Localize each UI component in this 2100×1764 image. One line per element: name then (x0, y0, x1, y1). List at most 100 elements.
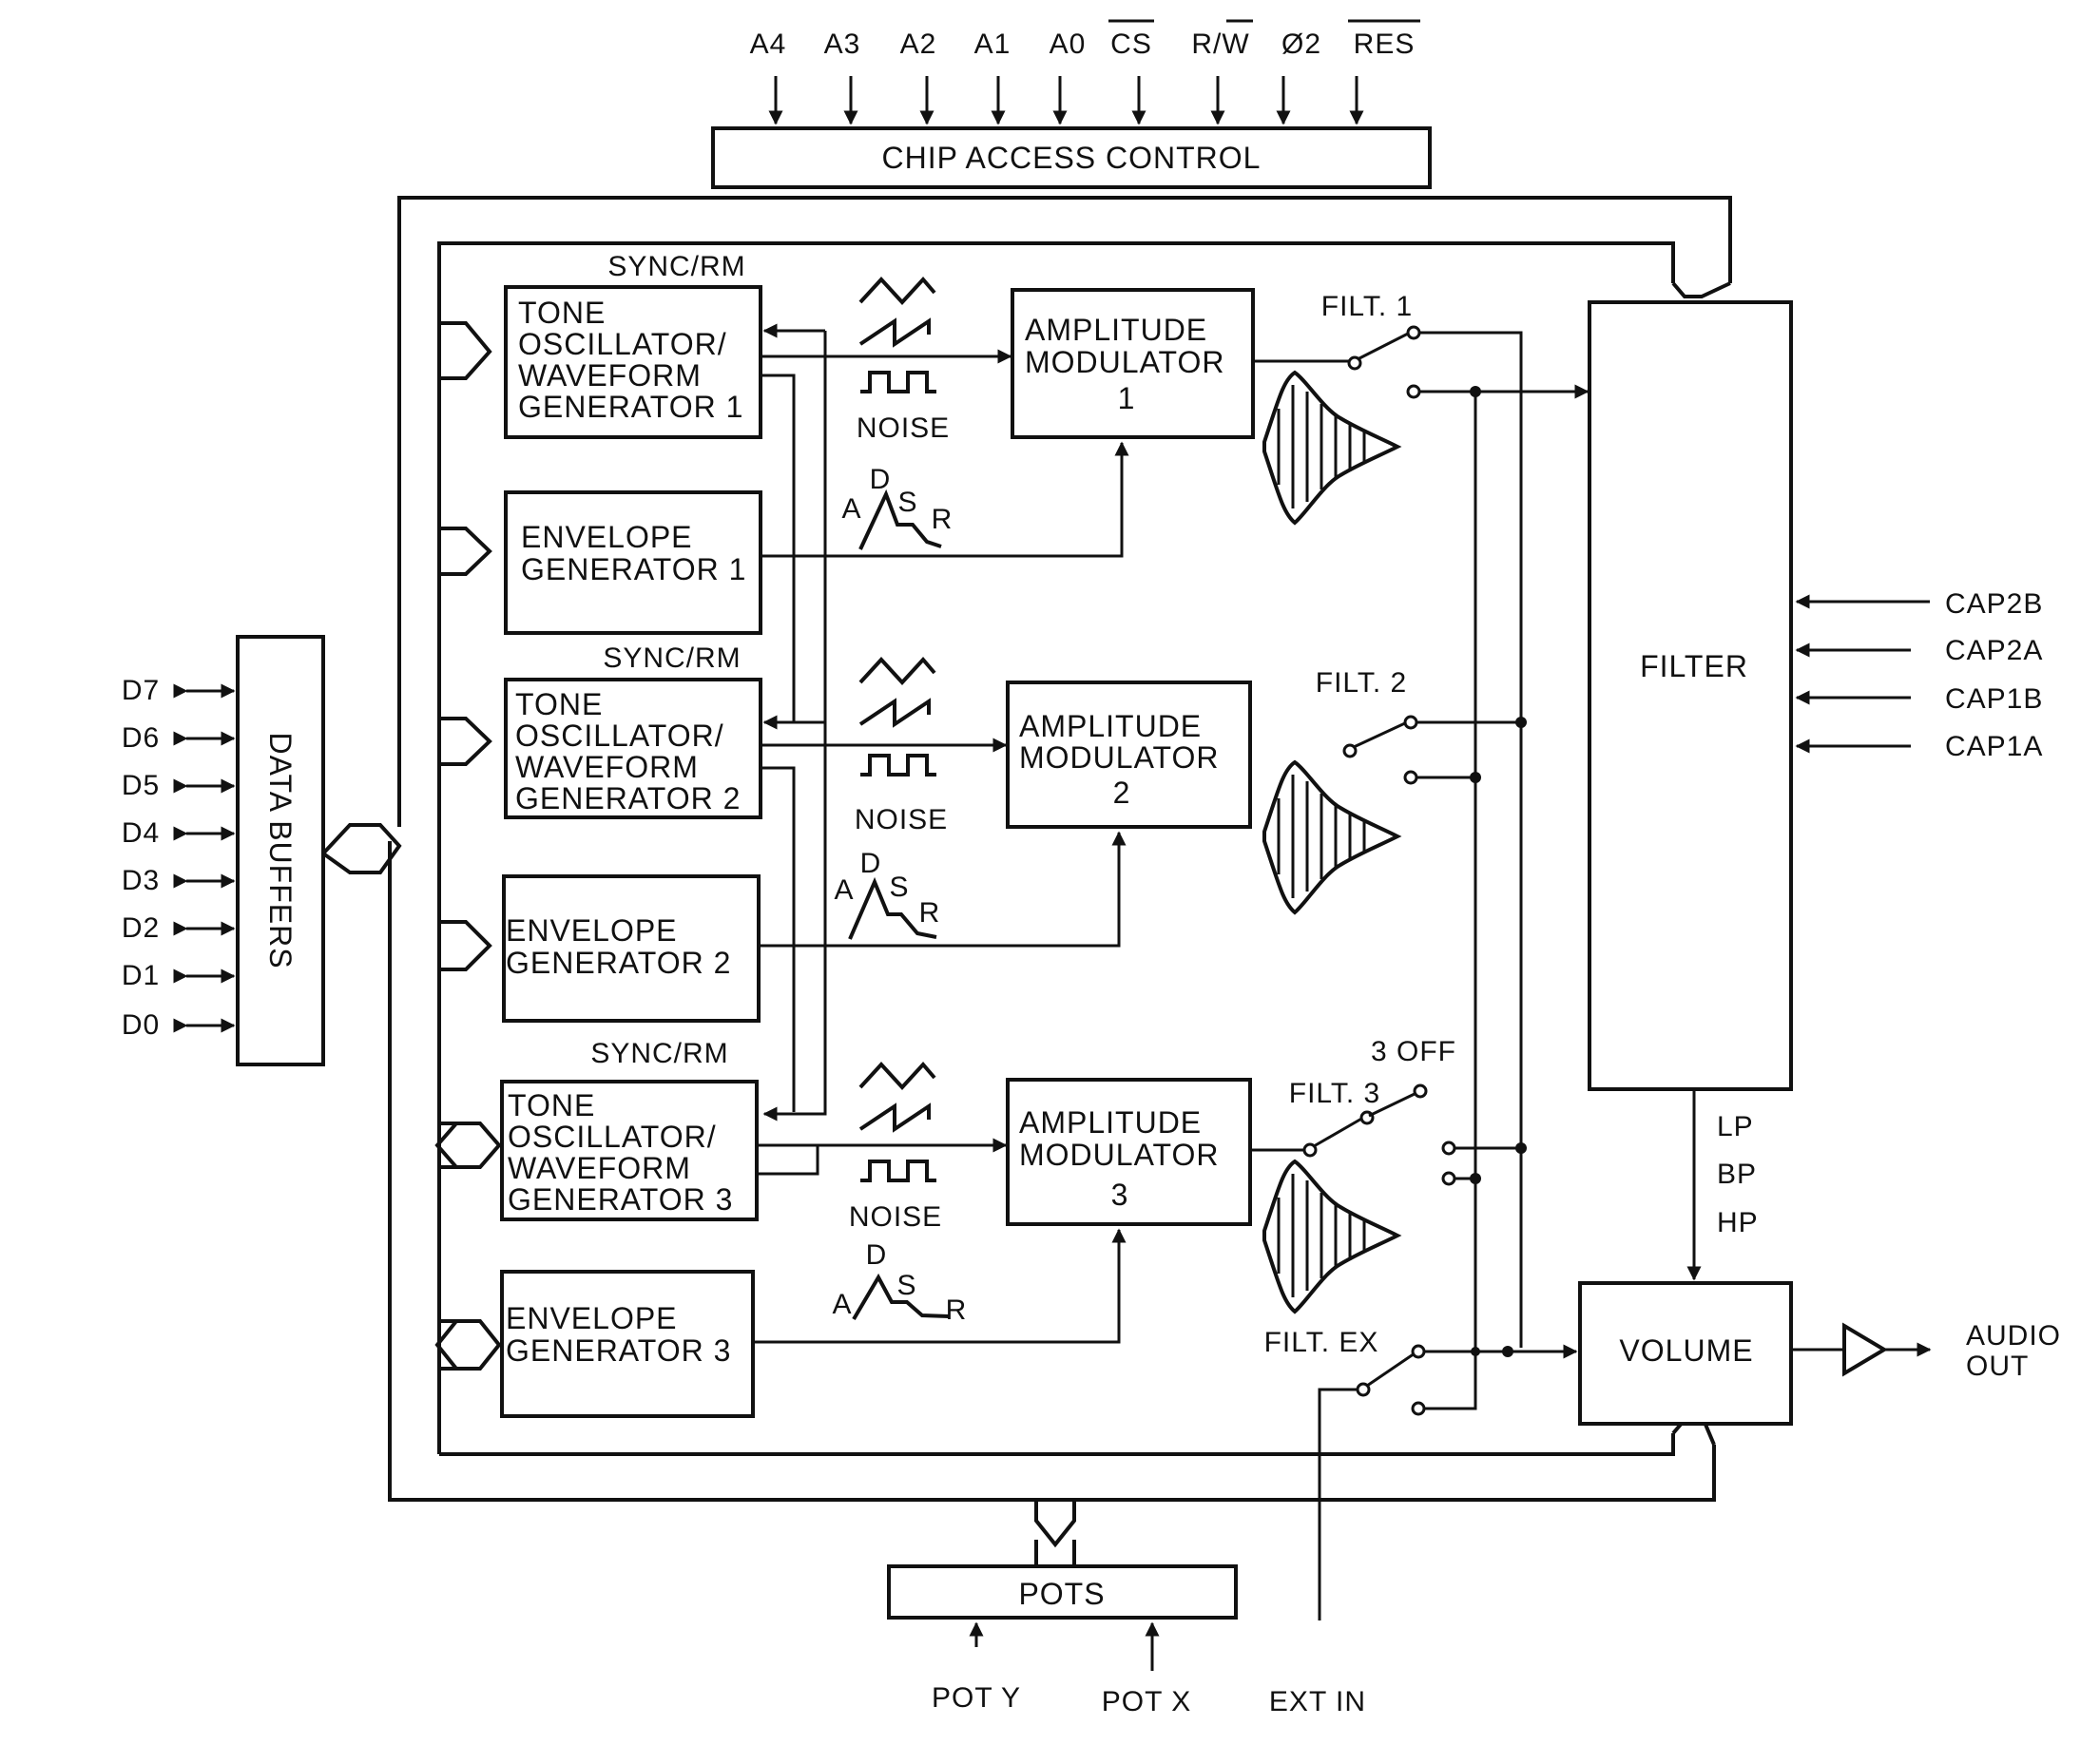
env3-line-1: ENVELOPE (506, 1301, 678, 1335)
filt-2-label: FILT. 2 (1316, 667, 1407, 699)
osc3-line-4: GENERATOR 3 (508, 1182, 733, 1217)
chip-access-control-block (711, 126, 1432, 189)
adsr-r-3: R (946, 1294, 968, 1326)
voice-output-waveform-icon (1262, 759, 1402, 915)
pots-block (887, 1564, 1238, 1620)
adsr-s-3: S (896, 1270, 916, 1301)
sync-rm-label-1: SYNC/RM (607, 251, 745, 282)
adsr-a-3: A (832, 1289, 852, 1320)
pin-d3-label: D3 (122, 865, 160, 896)
audio-out: AUDIO OUT (1791, 1320, 2060, 1382)
adsr-d-3: D (866, 1239, 888, 1271)
osc2-line-2: OSCILLATOR/ (515, 719, 724, 753)
filter-mode-lp: LP (1717, 1111, 1754, 1142)
adsr-s-2: S (889, 872, 909, 903)
audio-out-line-2: OUT (1966, 1351, 2029, 1382)
osc1-line-2: OSCILLATOR/ (518, 327, 727, 361)
env2-line-2: GENERATOR 2 (506, 946, 731, 980)
osc2-line-3: WAVEFORM (515, 750, 699, 784)
amplitude-modulator-block-3 (1006, 1078, 1252, 1226)
env1-line-1: ENVELOPE (521, 520, 693, 554)
pin-ext-in-label: EXT IN (1269, 1686, 1366, 1717)
filter-mode-hp: HP (1717, 1207, 1759, 1238)
filter-label: FILTER (1640, 649, 1748, 683)
adsr-r-2: R (919, 897, 941, 929)
adsr-a-1: A (841, 493, 861, 525)
adsr-s-1: S (897, 487, 917, 518)
cap-pins: CAP2B CAP2A CAP1B CAP1A (1795, 588, 2043, 762)
voice-3: SYNC/RM TONE OSCILLATOR/ WAVEFORM GENERA… (500, 1036, 1527, 1418)
tone-oscillator-block-1 (504, 285, 762, 439)
voice-output-waveform-icon (1262, 370, 1402, 526)
data-buffers-block (236, 635, 325, 1066)
osc1-line-3: WAVEFORM (518, 358, 702, 393)
pin-a0-label: A0 (1050, 29, 1087, 60)
amp2-line-2: MODULATOR (1019, 740, 1220, 775)
pin-rw: R/W (1191, 19, 1253, 125)
pin-a3: A3 (824, 29, 861, 125)
amplitude-modulator-block-2 (1006, 681, 1252, 829)
filter-mode-bp: BP (1717, 1159, 1757, 1190)
internal-bus (319, 196, 1732, 1568)
tone-oscillator-block-2 (504, 678, 762, 819)
pin-d6-label: D6 (122, 722, 160, 754)
pin-a4: A4 (750, 29, 785, 125)
sync-rm-label-3: SYNC/RM (590, 1038, 728, 1069)
pin-phi2: Ø2 (1276, 29, 1321, 125)
adsr-d-1: D (870, 464, 892, 495)
amp3-line-3: 3 (1111, 1178, 1129, 1212)
pin-d1-label: D1 (122, 960, 160, 991)
three-off-label: 3 OFF (1371, 1036, 1456, 1067)
envelope-generator-block-1 (504, 490, 762, 635)
env1-line-2: GENERATOR 1 (521, 552, 746, 586)
pin-a2-label: A2 (900, 29, 937, 60)
amp3-line-2: MODULATOR (1019, 1138, 1220, 1172)
pulse-wave-icon (860, 754, 936, 777)
pin-d7-label: D7 (122, 675, 160, 706)
adsr-envelope-icon (858, 489, 942, 550)
pots-label: POTS (1018, 1577, 1105, 1611)
amp2-line-1: AMPLITUDE (1019, 709, 1202, 743)
triangle-wave-icon (858, 656, 936, 685)
adsr-r-1: R (932, 504, 954, 535)
pin-a0: A0 (1050, 29, 1087, 125)
pin-phi2-label: Ø2 (1281, 29, 1321, 60)
envelope-generator-block-3 (500, 1270, 755, 1418)
sync-rm-label-2: SYNC/RM (603, 642, 741, 674)
amp1-line-1: AMPLITUDE (1025, 313, 1207, 347)
osc3-line-2: OSCILLATOR/ (508, 1120, 717, 1154)
triangle-wave-icon (858, 276, 936, 305)
pin-d0-label: D0 (122, 1009, 160, 1041)
noise-label-1: NOISE (857, 412, 950, 444)
volume-label: VOLUME (1619, 1333, 1753, 1368)
pin-pot-y-label: POT Y (932, 1682, 1021, 1714)
pulse-wave-icon (860, 371, 936, 393)
amplitude-modulator-block-1 (1011, 288, 1255, 439)
pin-cap1b-label: CAP1B (1945, 683, 2043, 715)
pin-d2-label: D2 (122, 912, 160, 944)
filt-3-label: FILT. 3 (1289, 1078, 1380, 1109)
envelope-generator-block-2 (502, 874, 761, 1023)
osc2-line-4: GENERATOR 2 (515, 781, 741, 815)
volume-block (1578, 1281, 1793, 1426)
pin-cap2b-label: CAP2B (1945, 588, 2043, 620)
pin-res-label: RES (1354, 29, 1416, 60)
adsr-envelope-icon (848, 876, 937, 940)
amp1-line-2: MODULATOR (1025, 345, 1225, 379)
pin-a3-label: A3 (824, 29, 861, 60)
data-pins: D7 D6 D5 D4 D3 D2 D1 D0 (122, 675, 236, 1041)
filter-block (1588, 300, 1793, 1091)
voice-2: SYNC/RM TONE OSCILLATOR/ WAVEFORM GENERA… (502, 642, 1527, 1122)
filt-ex-label: FILT. EX (1264, 1327, 1379, 1358)
sawtooth-wave-icon (858, 698, 931, 728)
triangle-wave-icon (858, 1061, 936, 1090)
pin-cs-label: CS (1110, 29, 1152, 60)
adsr-d-2: D (860, 848, 882, 879)
noise-label-3: NOISE (849, 1201, 942, 1233)
amp1-line-3: 1 (1118, 381, 1136, 415)
filt-ex-switch: FILT. EX (1264, 392, 1578, 1620)
pin-res: RES (1348, 19, 1420, 125)
amplifier-buffer-icon (1842, 1322, 1888, 1377)
filt-1-label: FILT. 1 (1321, 291, 1413, 322)
pin-cs: CS (1108, 19, 1154, 125)
